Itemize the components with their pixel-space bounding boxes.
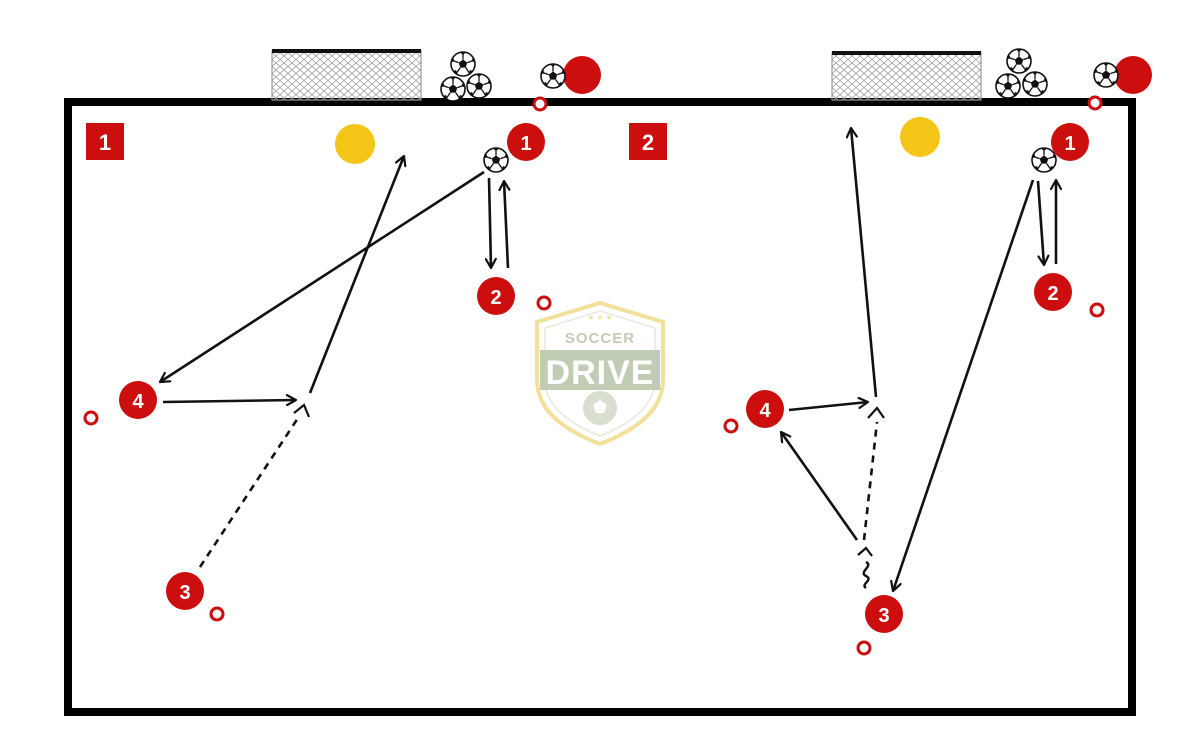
svg-text:1: 1	[520, 133, 531, 155]
cone-icon	[83, 410, 99, 426]
coach-marker-icon	[335, 124, 375, 164]
soccer-ball-icon	[440, 51, 492, 102]
watermark-text-soccer: SOCCER	[565, 330, 635, 347]
diagram-label: 2	[642, 130, 654, 155]
player-3: 3	[166, 572, 204, 610]
field-boundary	[64, 98, 1136, 716]
pass-arrow	[781, 432, 859, 541]
cone-icon	[723, 418, 739, 434]
pass-arrow	[160, 170, 485, 382]
pass-arrow	[489, 177, 491, 268]
goal-net-icon	[831, 51, 982, 101]
player-1: 1	[1051, 123, 1089, 161]
cone-icon	[532, 96, 548, 112]
cone-icon	[209, 606, 225, 622]
pass-arrow	[162, 400, 296, 402]
receive-mark	[857, 546, 873, 557]
run-arrow	[851, 128, 878, 398]
svg-text:3: 3	[179, 582, 190, 604]
receive-mark	[293, 403, 311, 418]
soccer-ball-icon	[483, 147, 509, 173]
coach-marker-icon	[900, 117, 940, 157]
pass-arrow	[788, 402, 868, 412]
cone-icon	[536, 295, 552, 311]
run-arrow	[308, 156, 404, 394]
coach-marker-icon	[1114, 56, 1152, 94]
coach-marker-icon	[563, 56, 601, 94]
soccer-ball-icon	[995, 48, 1048, 99]
svg-text:★ ★ ★: ★ ★ ★	[587, 313, 613, 322]
dribble-squiggle	[862, 560, 870, 589]
player-4: 4	[746, 390, 784, 428]
dribble-path	[862, 421, 879, 541]
cone-icon	[1089, 302, 1105, 318]
watermark-text-drive: DRIVE	[546, 354, 655, 392]
pass-arrow	[504, 181, 508, 269]
receive-mark	[867, 406, 885, 419]
svg-text:3: 3	[878, 605, 889, 627]
goal-net-icon	[271, 49, 422, 101]
cone-icon	[856, 640, 872, 656]
diagram-2: 2 1 2 3 4	[629, 48, 1152, 656]
dribble-path	[198, 417, 300, 568]
soccer-ball-icon	[1031, 147, 1057, 173]
soccer-ball-icon	[1093, 62, 1119, 88]
svg-text:2: 2	[490, 287, 501, 309]
player-1: 1	[507, 123, 545, 161]
diagram-label: 1	[99, 130, 111, 155]
watermark-logo: SOCCER DRIVE ★ ★ ★	[535, 300, 665, 447]
player-3: 3	[865, 595, 903, 633]
player-2: 2	[477, 277, 515, 315]
soccer-ball-icon	[540, 63, 566, 89]
diagram-label-badge	[86, 123, 124, 160]
player-2: 2	[1034, 273, 1072, 311]
svg-text:4: 4	[759, 400, 771, 422]
svg-text:1: 1	[1064, 133, 1075, 155]
svg-text:4: 4	[132, 391, 144, 413]
diagram-1: 1 1 2 3 4	[83, 49, 601, 622]
cone-icon	[1087, 95, 1103, 111]
pass-arrow	[893, 179, 1035, 591]
diagram-label-badge	[629, 123, 667, 160]
pass-arrow	[1036, 180, 1044, 265]
svg-text:2: 2	[1047, 283, 1058, 305]
player-4: 4	[119, 381, 157, 419]
